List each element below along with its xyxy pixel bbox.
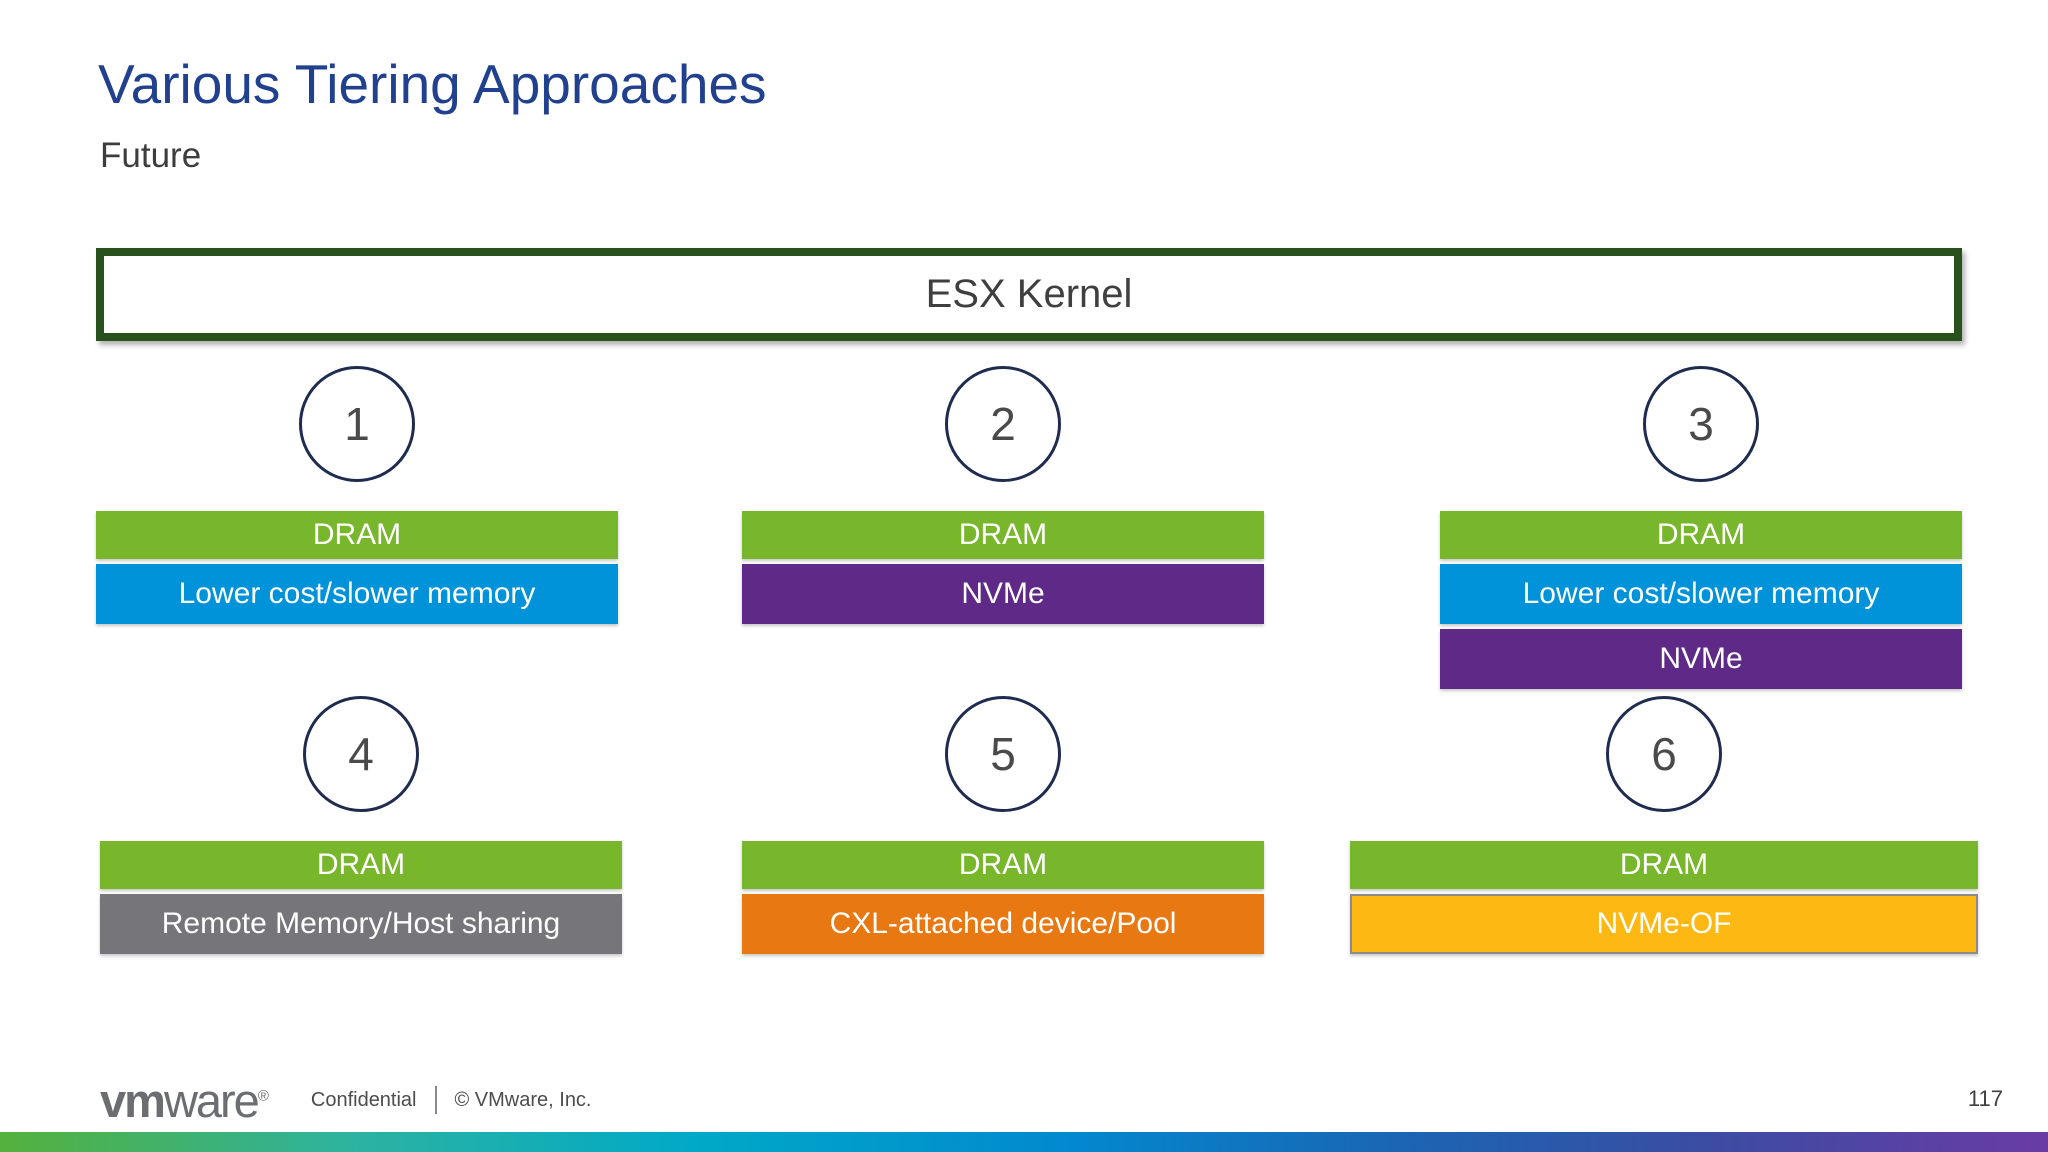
approach-number-circle-3: 3 — [1643, 366, 1759, 482]
approach-number: 5 — [990, 728, 1016, 780]
tier-label: NVMe-OF — [1596, 907, 1732, 940]
tier-label: DRAM — [958, 518, 1048, 551]
tier-bar: DRAM — [1350, 841, 1978, 889]
tier-stack: DRAM NVMe-OF — [1350, 841, 1978, 959]
tier-bar: Lower cost/slower memory — [1440, 564, 1962, 624]
tier-label: CXL-attached device/Pool — [829, 907, 1177, 940]
approach-number-circle-5: 5 — [945, 696, 1061, 812]
slide-title: Various Tiering Approaches — [98, 53, 767, 115]
tier-stack: DRAM NVMe — [742, 511, 1264, 629]
tier-bar: CXL-attached device/Pool — [742, 894, 1264, 954]
tier-bar: NVMe — [1440, 629, 1962, 689]
page-number: 117 — [1967, 1086, 2003, 1111]
tier-label: NVMe — [961, 577, 1045, 610]
vmware-logo-vm: vm — [100, 1073, 166, 1127]
tier-bar: DRAM — [742, 841, 1264, 889]
footer-divider — [434, 1086, 437, 1114]
footer: vmware® Confidential © VMware, Inc. — [100, 1072, 592, 1128]
tier-bar: NVMe-OF — [1350, 894, 1978, 954]
tier-label: DRAM — [312, 518, 402, 551]
tier-label: Remote Memory/Host sharing — [161, 907, 561, 940]
approach-number: 6 — [1651, 728, 1677, 780]
registered-mark-icon: ® — [257, 1086, 269, 1104]
approach-number: 4 — [348, 728, 374, 780]
tier-label: NVMe — [1659, 642, 1743, 675]
approach-number-circle-2: 2 — [945, 366, 1061, 482]
tier-stack: DRAM Lower cost/slower memory — [96, 511, 618, 629]
bottom-gradient-bar — [0, 1132, 2048, 1152]
vmware-logo: vmware® — [100, 1077, 269, 1124]
tier-bar: DRAM — [100, 841, 622, 889]
esx-kernel-label: ESX Kernel — [925, 272, 1133, 316]
copyright-label: © VMware, Inc. — [454, 1088, 592, 1111]
approach-number: 2 — [990, 398, 1016, 450]
tier-label: DRAM — [316, 848, 406, 881]
slide-subtitle: Future — [100, 136, 202, 175]
tier-label: DRAM — [958, 848, 1048, 881]
approach-number: 1 — [344, 398, 370, 450]
tier-label: Lower cost/slower memory — [178, 577, 536, 610]
tier-bar: Remote Memory/Host sharing — [100, 894, 622, 954]
tier-label: DRAM — [1656, 518, 1746, 551]
approach-number-circle-1: 1 — [299, 366, 415, 482]
esx-kernel-box: ESX Kernel — [96, 248, 1962, 341]
approach-number-circle-4: 4 — [303, 696, 419, 812]
tier-label: DRAM — [1619, 848, 1709, 881]
tier-bar: DRAM — [96, 511, 618, 559]
vmware-logo-ware: ware — [163, 1073, 260, 1127]
tier-label: Lower cost/slower memory — [1522, 577, 1880, 610]
approach-number: 3 — [1688, 398, 1714, 450]
tier-bar: DRAM — [742, 511, 1264, 559]
tier-stack: DRAM Remote Memory/Host sharing — [100, 841, 622, 959]
approach-number-circle-6: 6 — [1606, 696, 1722, 812]
confidential-label: Confidential — [310, 1088, 417, 1111]
tier-bar: Lower cost/slower memory — [96, 564, 618, 624]
tier-bar: NVMe — [742, 564, 1264, 624]
tier-bar: DRAM — [1440, 511, 1962, 559]
tier-stack: DRAM CXL-attached device/Pool — [742, 841, 1264, 959]
